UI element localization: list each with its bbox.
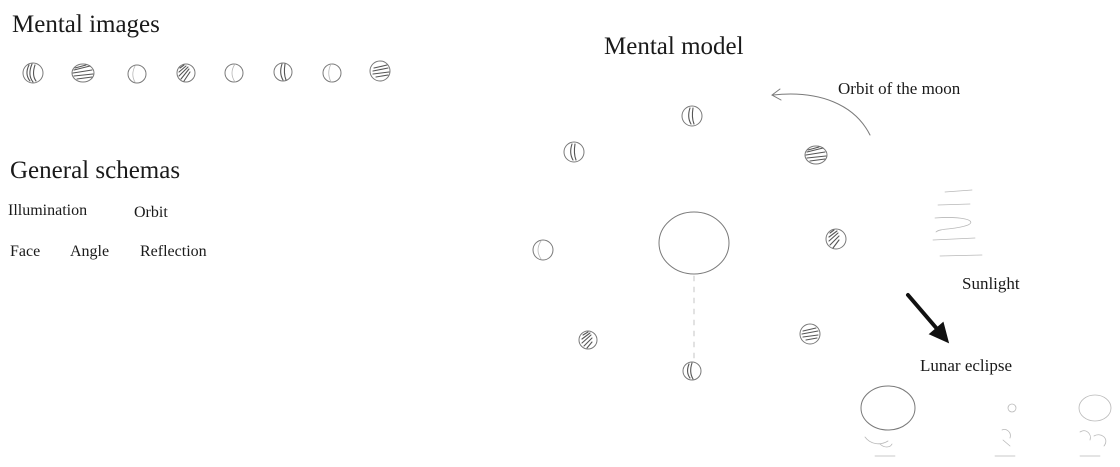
orbit-moon-top [682, 106, 702, 126]
orbit-moon-left [533, 240, 553, 260]
orbit-moon-bottom [683, 362, 701, 380]
orbit-moon-bottom-right [800, 324, 820, 344]
phase-sketch [23, 63, 43, 83]
eclipse-sketches [861, 386, 1111, 456]
phase-sketch [225, 64, 243, 82]
phase-sketch [274, 63, 292, 81]
orbit-arrow [772, 89, 870, 135]
orbit-moon-top-left [564, 142, 584, 162]
orbit-moon-right [826, 229, 846, 249]
earth-sketch [659, 212, 729, 360]
orbit-moons [533, 106, 846, 380]
phase-sketch [72, 64, 94, 82]
orbit-moon-top-right [805, 146, 827, 164]
mental-images-row [23, 61, 390, 83]
phase-sketch [323, 64, 341, 82]
eclipse-arrow [908, 295, 948, 342]
orbit-moon-bottom-left [579, 331, 597, 349]
phase-sketch [177, 64, 195, 82]
phase-sketch [370, 61, 390, 81]
sunlight-lines [933, 190, 982, 256]
phase-sketch [128, 65, 146, 83]
